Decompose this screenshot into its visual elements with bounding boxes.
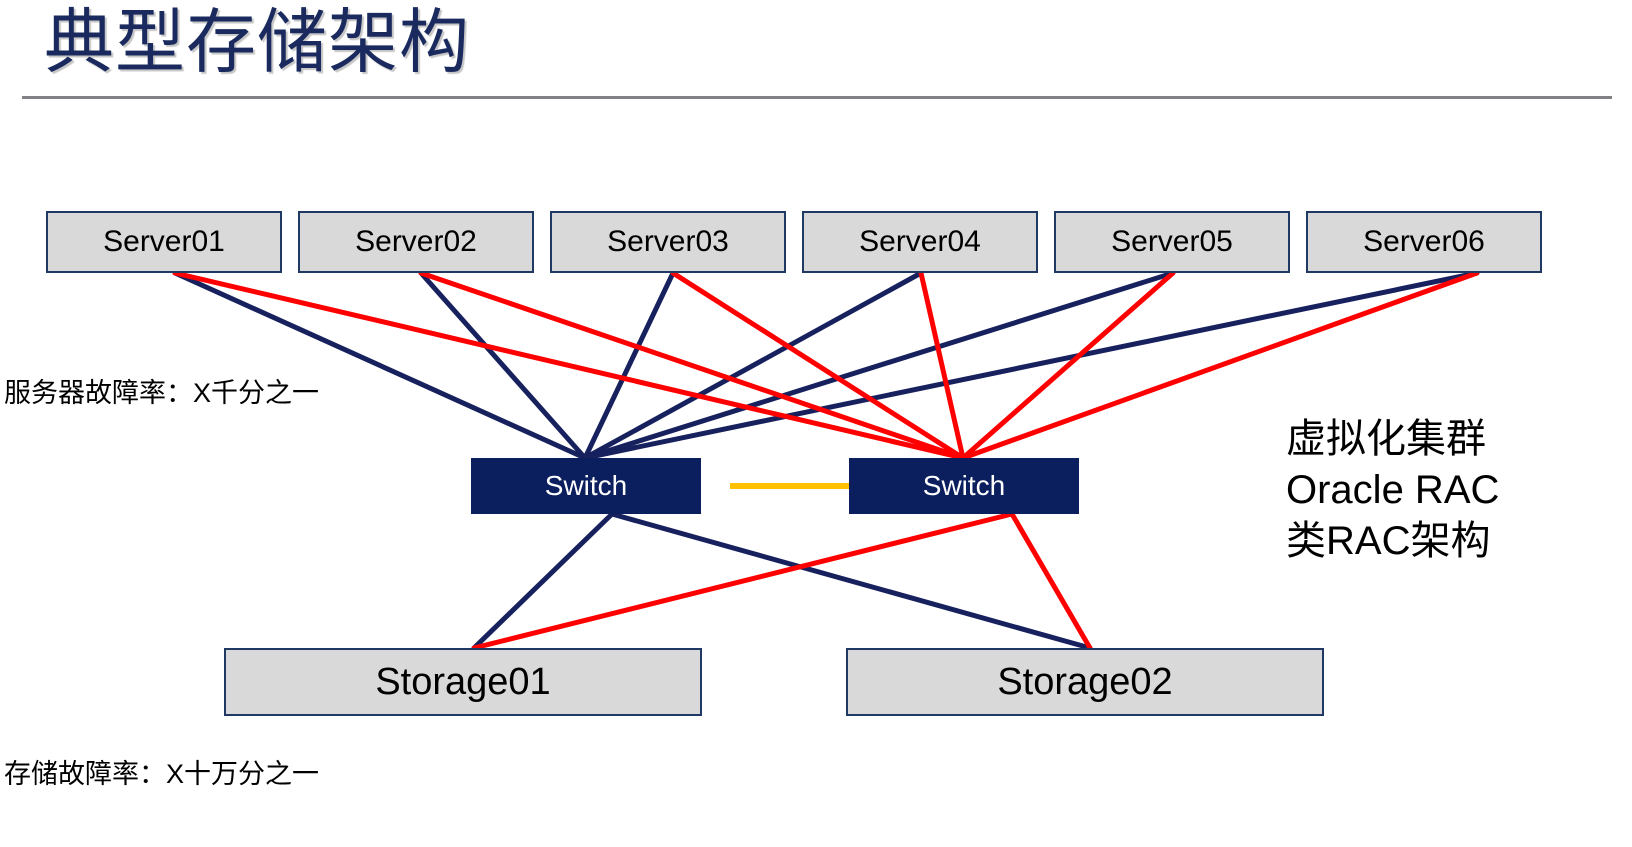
cluster-type-line-3: 类RAC架构 — [1286, 519, 1491, 563]
server-node-label: Server06 — [1363, 225, 1485, 258]
server-node-label: Server01 — [103, 225, 225, 258]
link-server3-to-switch1 — [582, 270, 676, 461]
server-node-1[interactable]: Server01 — [46, 211, 282, 273]
server-node-label: Server03 — [607, 225, 729, 258]
server-node-2[interactable]: Server02 — [298, 211, 534, 273]
link-switch2-to-storage02 — [1009, 511, 1093, 651]
storage-node-2[interactable]: Storage02 — [846, 648, 1324, 716]
link-server1-to-switch2 — [172, 270, 966, 461]
storage-failure-rate-note: 存储故障率：X十万分之一 — [4, 759, 320, 789]
storage-node-1[interactable]: Storage01 — [224, 648, 702, 716]
red-links-group — [172, 270, 1480, 651]
server-node-3[interactable]: Server03 — [550, 211, 786, 273]
server-node-4[interactable]: Server04 — [802, 211, 1038, 273]
switch-node-label: Switch — [922, 470, 1006, 501]
link-server1-to-switch1 — [172, 270, 588, 461]
page-title: 典型存储架构 — [44, 3, 470, 81]
server-node-label: Server04 — [859, 225, 981, 258]
cluster-type-note: 虚拟化集群 Oracle RAC 类RAC架构 — [1286, 414, 1499, 567]
link-switch1-to-storage02 — [609, 511, 1093, 651]
server-node-label: Server02 — [355, 225, 477, 258]
link-server2-to-switch2 — [418, 270, 966, 461]
link-server4-to-switch2 — [918, 270, 966, 461]
server-node-label: Server05 — [1111, 225, 1233, 258]
cluster-type-line-2: Oracle RAC — [1286, 468, 1500, 512]
link-switch2-to-storage01 — [471, 511, 1015, 651]
link-server4-to-switch1 — [582, 270, 924, 461]
blue-links-group — [172, 270, 1480, 651]
switch-node-2[interactable]: Switch — [849, 458, 1079, 514]
cluster-type-line-1: 虚拟化集群 — [1286, 417, 1486, 461]
server-failure-rate-note: 服务器故障率：X千分之一 — [4, 378, 320, 408]
link-server6-to-switch2 — [960, 270, 1480, 461]
link-server5-to-switch1 — [582, 270, 1176, 461]
title-divider — [22, 96, 1612, 99]
switch-node-1[interactable]: Switch — [471, 458, 701, 514]
link-server2-to-switch1 — [418, 270, 588, 461]
link-server6-to-switch1 — [582, 270, 1480, 461]
server-node-6[interactable]: Server06 — [1306, 211, 1542, 273]
link-server3-to-switch2 — [670, 270, 966, 461]
server-node-5[interactable]: Server05 — [1054, 211, 1290, 273]
switch-node-label: Switch — [544, 470, 628, 501]
storage-node-label: Storage02 — [997, 660, 1173, 703]
storage-node-label: Storage01 — [375, 660, 551, 703]
link-switch1-to-storage01 — [471, 511, 615, 651]
link-server5-to-switch2 — [960, 270, 1176, 461]
